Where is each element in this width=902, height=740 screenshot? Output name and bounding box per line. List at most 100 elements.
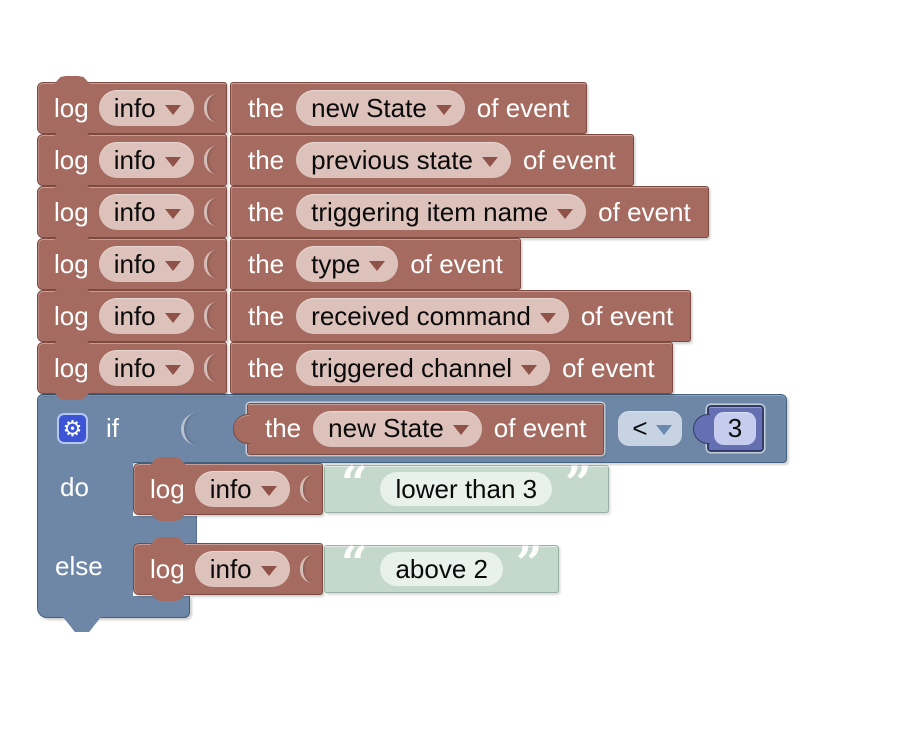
number-input[interactable]: 3 (714, 412, 756, 445)
value-input-socket (299, 475, 313, 503)
log-level-dropdown[interactable]: info (194, 471, 290, 507)
chevron-down-icon (260, 485, 277, 496)
log-block[interactable]: log info (37, 336, 227, 394)
attr-suffix: of event (598, 196, 691, 227)
attr-prefix: the (248, 144, 285, 175)
log-level-dropdown[interactable]: info (194, 551, 290, 587)
log-block[interactable]: log info (133, 457, 323, 515)
event-attribute-block[interactable]: the new State of event (230, 82, 588, 134)
chevron-down-icon (435, 104, 452, 115)
chevron-down-icon (164, 156, 181, 167)
attr-prefix: the (248, 352, 285, 383)
attr-value: new State (328, 413, 444, 443)
operator-dropdown[interactable]: < (618, 411, 682, 446)
chevron-down-icon (655, 425, 672, 435)
text-input[interactable]: lower than 3 (380, 472, 553, 506)
chevron-down-icon (164, 208, 181, 219)
event-attribute-block[interactable]: the triggered channel of event (230, 342, 673, 394)
text-block[interactable]: “ above 2 ” (324, 536, 560, 593)
attr-suffix: of event (580, 300, 674, 331)
block-notch-top (54, 128, 90, 136)
event-attribute-block[interactable]: the received command of event (230, 290, 692, 342)
block-notch-top (54, 76, 90, 84)
event-attribute-block[interactable]: the previous state of event (230, 134, 634, 186)
close-quote-icon: ” (516, 536, 543, 590)
attr-suffix: of event (410, 248, 503, 279)
chevron-down-icon (164, 312, 181, 323)
attribute-dropdown[interactable]: new State (296, 90, 465, 126)
block-notch-top (54, 232, 90, 240)
text-block[interactable]: “ lower than 3 ” (324, 456, 609, 513)
attr-suffix: of event (523, 144, 616, 175)
chevron-down-icon (369, 260, 386, 271)
if-header[interactable]: ⚙ if the new State of event < (37, 394, 787, 463)
log-level-value: info (113, 248, 156, 279)
log-statement-row: log info the previous state of event (37, 128, 634, 186)
chevron-down-icon (164, 364, 181, 375)
do-statement-slot: log info “ lower than 3 ” (133, 456, 609, 515)
chevron-down-icon (164, 260, 181, 271)
log-block[interactable]: log info (37, 284, 227, 342)
attribute-dropdown[interactable]: triggering item name (296, 194, 587, 230)
log-level-value: info (209, 553, 252, 584)
attr-prefix: the (248, 300, 285, 331)
log-statement-row: log info the new State of event (37, 76, 588, 134)
condition-socket (181, 412, 199, 445)
number-block[interactable]: 3 (706, 405, 764, 452)
log-level-value: info (113, 196, 156, 227)
event-attribute-block[interactable]: the type of event (230, 238, 521, 290)
attr-value: received command (311, 300, 531, 331)
log-block[interactable]: log info (37, 180, 227, 238)
log-level-dropdown[interactable]: info (98, 298, 194, 334)
log-block[interactable]: log info (133, 537, 323, 595)
value-input-socket (203, 354, 217, 382)
block-notch-top (150, 537, 186, 545)
open-quote-icon: “ (341, 456, 368, 510)
if-bottom-rail (37, 596, 190, 618)
condition-group: the new State of event < 3 (233, 402, 764, 455)
value-input-socket (203, 302, 217, 330)
attribute-dropdown[interactable]: triggered channel (296, 350, 551, 386)
log-level-value: info (113, 92, 156, 123)
log-label: log (150, 553, 185, 584)
log-level-dropdown[interactable]: info (98, 90, 194, 126)
log-level-dropdown[interactable]: info (98, 194, 194, 230)
value-input-socket (203, 250, 217, 278)
else-statement-slot: log info “ above 2 ” (133, 536, 560, 595)
attr-suffix: of event (476, 92, 570, 123)
event-attribute-block[interactable]: the triggering item name of event (230, 186, 709, 238)
log-level-dropdown[interactable]: info (98, 142, 194, 178)
attribute-dropdown[interactable]: previous state (296, 142, 512, 178)
block-notch-top (54, 284, 90, 292)
chevron-down-icon (260, 565, 277, 576)
close-quote-icon: ” (565, 456, 592, 510)
attr-value: previous state (311, 144, 474, 175)
if-spine (37, 462, 133, 596)
log-block[interactable]: log info (37, 128, 227, 186)
log-label: log (54, 352, 89, 383)
text-input[interactable]: above 2 (380, 552, 503, 586)
attribute-dropdown[interactable]: type (296, 246, 399, 282)
attr-value: type (311, 248, 361, 279)
attribute-dropdown[interactable]: received command (296, 298, 569, 334)
if-else-block[interactable]: ⚙ if the new State of event < (37, 394, 797, 634)
attr-suffix: of event (562, 352, 655, 383)
log-label: log (54, 300, 89, 331)
condition-attribute-block[interactable]: the new State of event (247, 402, 605, 455)
log-level-dropdown[interactable]: info (98, 350, 194, 386)
attr-value: new State (311, 92, 427, 123)
log-statement-row: log info the triggered channel of event (37, 336, 673, 394)
log-block[interactable]: log info (37, 232, 227, 290)
chevron-down-icon (482, 156, 499, 167)
block-notch-top (54, 180, 90, 188)
attr-prefix: the (248, 92, 285, 123)
log-level-value: info (113, 300, 156, 331)
do-label: do (60, 472, 89, 502)
gear-icon[interactable]: ⚙ (57, 413, 88, 444)
log-block[interactable]: log info (37, 76, 227, 134)
attr-prefix: the (265, 413, 302, 443)
open-quote-icon: “ (341, 536, 368, 590)
log-label: log (150, 473, 185, 504)
attribute-dropdown[interactable]: new State (313, 410, 482, 447)
log-level-dropdown[interactable]: info (98, 246, 194, 282)
